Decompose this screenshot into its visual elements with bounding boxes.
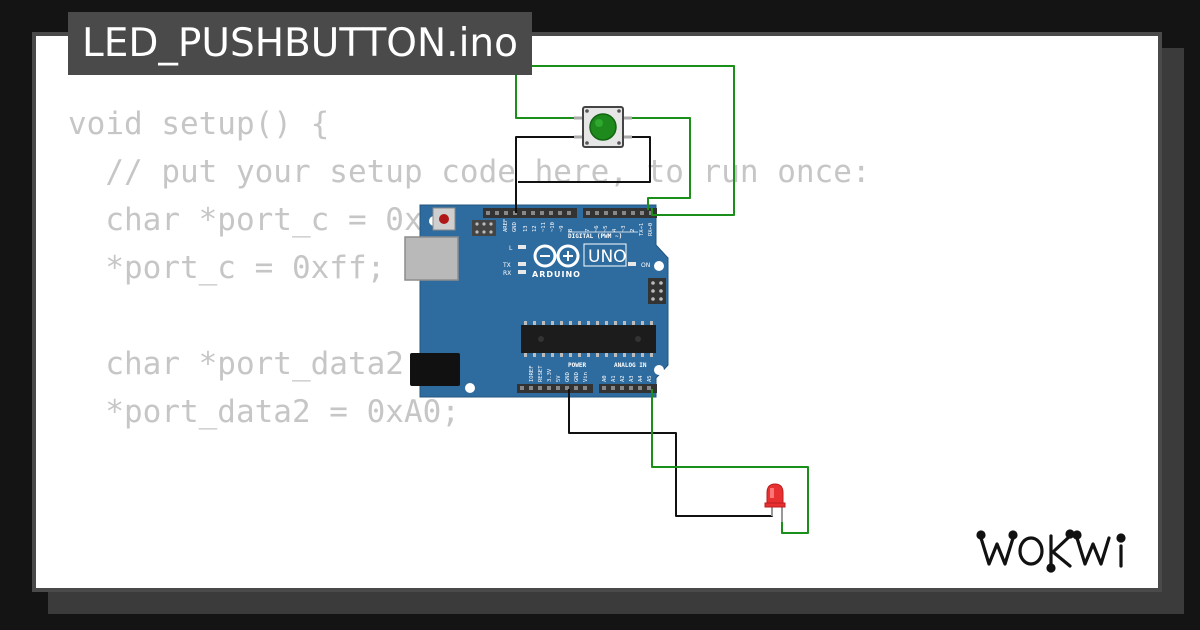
svg-text:TX→1: TX→1 (639, 223, 645, 236)
code-editor: void setup() { // put your setup code he… (68, 100, 871, 436)
code-line: char *port_data2 (68, 346, 404, 382)
svg-text:~3: ~3 (621, 225, 627, 232)
project-filename: LED_PUSHBUTTON.ino (68, 12, 532, 75)
wire-green-button-right[interactable] (623, 117, 691, 210)
code-line: // put your setup code here, to run once… (68, 154, 871, 190)
uno-badge (583, 243, 627, 267)
svg-text:~6: ~6 (594, 225, 600, 232)
svg-text:RESET: RESET (538, 365, 544, 382)
wire-black-button-return[interactable] (518, 136, 651, 183)
power-jack (410, 353, 460, 386)
wire-black-led-gnd[interactable] (568, 389, 773, 517)
svg-text:~11: ~11 (541, 222, 547, 232)
pushbutton[interactable] (574, 106, 632, 148)
digital-pin-labels: AREF GND 13 12 ~11 ~10 ~9 8 7 ~6 ~5 4 ~3… (503, 219, 654, 236)
onboard-leds: L TX RX ON (502, 245, 650, 277)
wire-green-button-top[interactable] (515, 65, 735, 216)
bottom-pin-labels: IOREF RESET 3.3V 5V GND GND Vin A0 A1 A2… (529, 365, 653, 382)
mounting-hole (654, 261, 664, 271)
svg-text:3.3V: 3.3V (547, 368, 553, 382)
svg-text:8: 8 (568, 229, 574, 232)
svg-text:12: 12 (532, 225, 538, 232)
svg-text:GND: GND (512, 222, 518, 232)
svg-text:~9: ~9 (559, 225, 565, 232)
svg-text:A4: A4 (638, 375, 644, 382)
svg-text:4: 4 (612, 228, 618, 232)
svg-text:AREF: AREF (503, 219, 509, 232)
icsp-header-small (472, 220, 496, 236)
power-header (517, 384, 593, 393)
svg-text:GND: GND (574, 372, 580, 382)
icsp-header-right (648, 278, 666, 304)
svg-text:ON: ON (641, 262, 650, 269)
arduino-logo-icon (533, 244, 580, 268)
wire-green-led-anode[interactable] (651, 389, 809, 534)
svg-text:2: 2 (630, 229, 636, 232)
svg-text:IOREF: IOREF (529, 365, 535, 382)
board-brand: ARDUINO (532, 270, 581, 279)
reset-button-cap (439, 214, 449, 224)
pushbutton-cap (589, 113, 617, 141)
arduino-uno-board[interactable]: AREF GND 13 12 ~11 ~10 ~9 8 7 ~6 ~5 4 ~3… (404, 204, 669, 398)
analog-header-label: ANALOG IN (614, 362, 647, 369)
svg-text:A5: A5 (647, 375, 653, 382)
mounting-hole (654, 365, 664, 375)
svg-text:A1: A1 (611, 375, 617, 382)
svg-text:7: 7 (585, 229, 591, 232)
wokwi-logo-icon (976, 529, 1126, 573)
arduino-logo-symbols (540, 251, 573, 261)
code-line: *port_data2 = 0xA0; (68, 394, 460, 430)
power-header-label: POWER (568, 362, 586, 369)
svg-text:~10: ~10 (550, 222, 556, 232)
wire-black-button-gnd[interactable] (515, 136, 583, 213)
svg-text:A2: A2 (620, 375, 626, 382)
mounting-hole (465, 383, 475, 393)
atmega-chip (521, 321, 656, 357)
svg-text:RX←0: RX←0 (648, 223, 654, 236)
code-line: char *port_c = 0x (68, 202, 423, 238)
digital-header-left (483, 208, 577, 218)
svg-text:A3: A3 (629, 375, 635, 382)
code-line: void setup() { (68, 106, 330, 142)
digital-header-right (583, 208, 657, 218)
pushbutton-highlight (595, 119, 603, 127)
svg-text:TX: TX (502, 262, 511, 269)
red-led[interactable] (764, 483, 786, 522)
digital-header-label: DIGITAL (PWM ~) (568, 233, 622, 240)
svg-text:RX: RX (503, 270, 511, 277)
svg-text:13: 13 (523, 225, 529, 232)
svg-text:5V: 5V (556, 375, 562, 382)
code-line: *port_c = 0xff; (68, 250, 386, 286)
svg-text:Vin: Vin (583, 372, 589, 382)
usb-port (404, 236, 459, 281)
svg-text:~5: ~5 (603, 225, 609, 232)
svg-text:L: L (509, 245, 513, 252)
bottom-header-pins (520, 386, 651, 390)
board-model: UNO (588, 247, 627, 267)
svg-text:A0: A0 (602, 375, 608, 382)
analog-header (599, 384, 657, 393)
svg-text:GND: GND (565, 372, 571, 382)
